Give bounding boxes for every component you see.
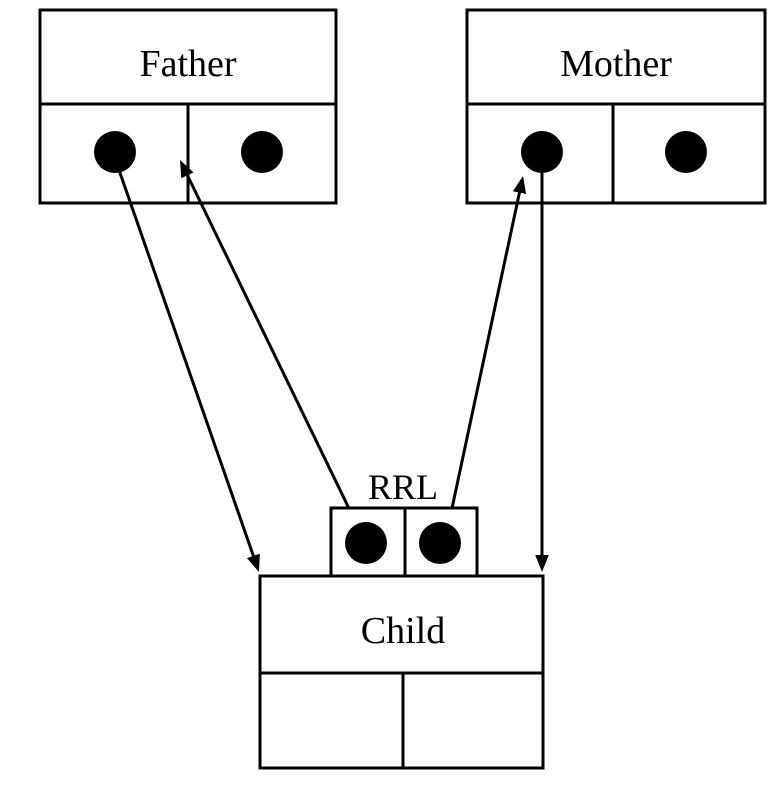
rrl-left-allele-to-father-arrow [180,160,360,528]
rrl-label: RRL [368,467,438,507]
arrowhead-down [535,555,549,572]
mother-allele-to-child-arrow [535,170,549,572]
mother-box-outline[interactable] [465,8,767,205]
rrl-right-allele-to-mother-arrow [446,176,527,528]
mother-allele-left-dot[interactable] [521,131,563,173]
mother-allele-right-dot[interactable] [665,131,707,173]
arrow-layer [117,160,549,572]
mother-title: Mother [560,43,672,85]
arrowhead-up-left [180,160,194,179]
arrowhead-up-right [512,176,527,195]
father-allele-right-dot[interactable] [241,131,283,173]
rrl-allele-right-dot[interactable] [419,522,461,564]
father-allele-left-dot[interactable] [94,131,136,173]
mother-box-group[interactable]: Mother [465,8,767,205]
father-allele-to-child-arrow [117,169,260,572]
child-title: Child [361,610,445,652]
rrl-box-group[interactable]: RRL [329,467,479,578]
rrl-allele-left-dot[interactable] [345,522,387,564]
father-title: Father [139,43,236,85]
arrowhead-down-left [246,553,260,572]
child-box-group[interactable]: Child [258,574,545,770]
